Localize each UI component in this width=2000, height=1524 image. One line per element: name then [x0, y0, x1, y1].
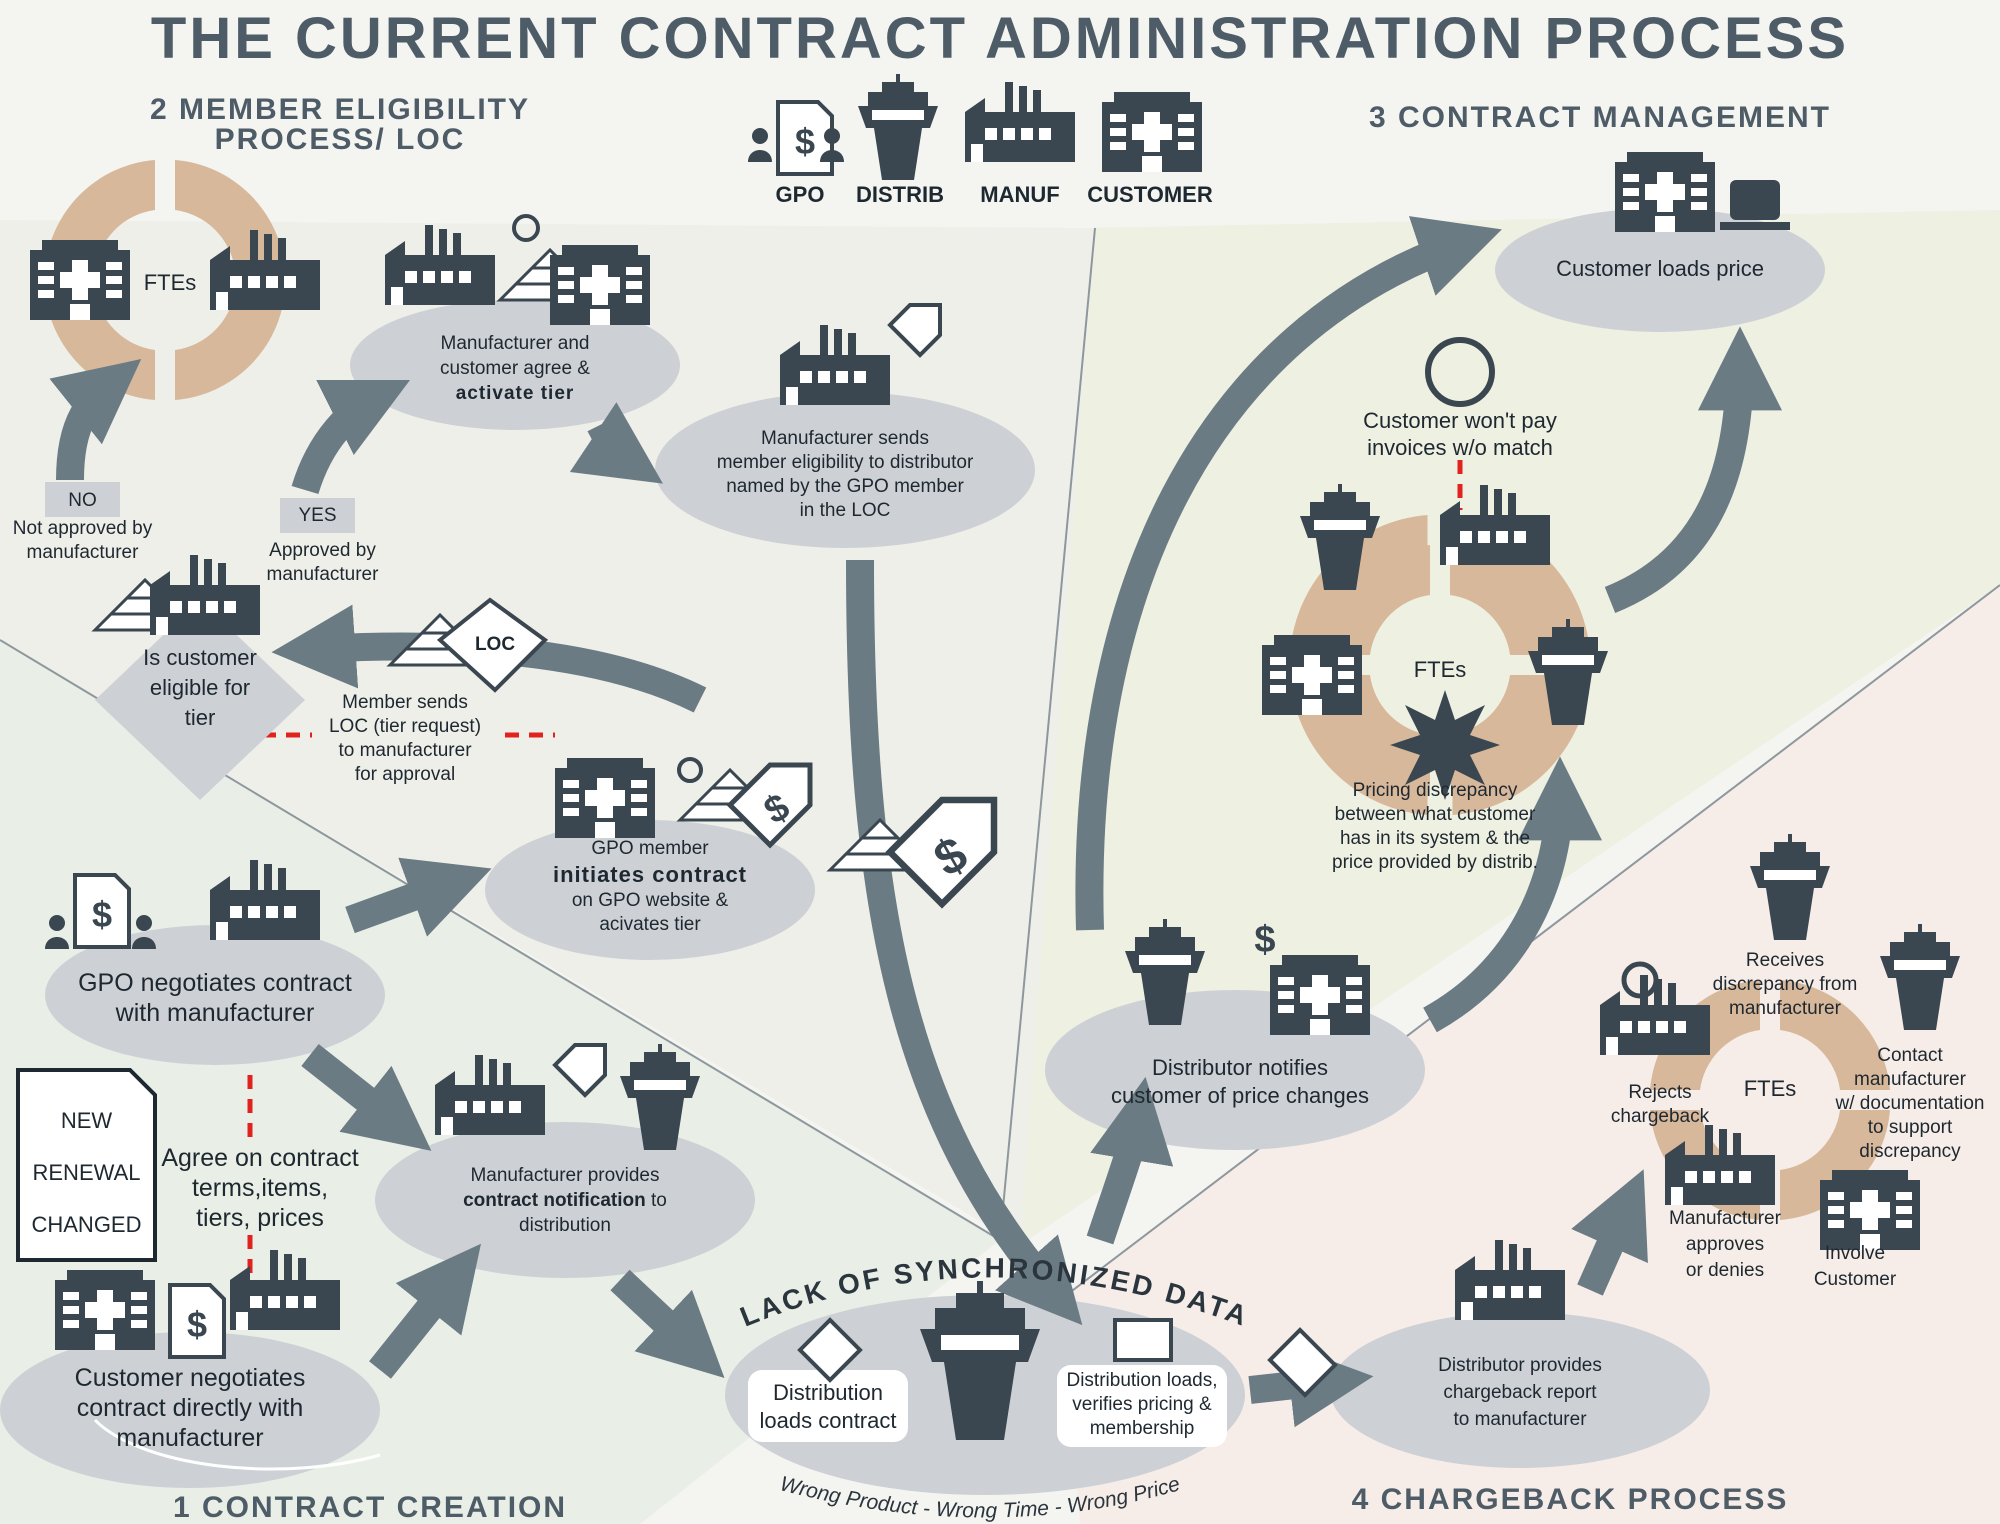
receives-line3: manufacturer: [1729, 998, 1841, 1019]
contact-line1: Contact: [1877, 1045, 1943, 1066]
agree-line2: terms,items,: [191, 1174, 329, 1202]
section-2-title-line2: PROCESS/ LOC: [214, 123, 466, 156]
approves-line2: approves: [1685, 1234, 1765, 1255]
loc-line2: LOC (tier request): [328, 716, 482, 737]
contact-line4: to support: [1867, 1117, 1953, 1138]
legend-gpo-label: GPO: [775, 182, 825, 207]
mfr-provides-line2: contract notification to: [463, 1190, 667, 1211]
contact-line2: manufacturer: [1854, 1069, 1966, 1090]
agree-line1: Agree on contract: [161, 1144, 359, 1172]
discrepancy-line2: between what customer: [1334, 804, 1536, 825]
cust-negotiates-line1: Customer negotiates: [74, 1364, 306, 1392]
gpo-initiates-line3: on GPO website &: [571, 890, 729, 911]
verifies-line1: Distribution loads,: [1066, 1370, 1218, 1391]
loc-line3: to manufacturer: [338, 740, 472, 761]
section-1-title: 1 CONTRACT CREATION: [172, 1491, 568, 1524]
activate-tier-line3: activate tier: [455, 383, 575, 404]
receives-line1: Receives: [1745, 950, 1825, 971]
legend-manuf-label: MANUF: [980, 182, 1060, 207]
legend-customer-label: CUSTOMER: [1087, 182, 1213, 207]
sync-bottom-text: Wrong Product - Wrong Time - Wrong Price: [778, 1472, 1183, 1522]
eligible-line2: eligible for: [149, 675, 251, 700]
svg-text:Wrong Product - Wrong Time: Wrong Product - Wrong Time - Wrong Price: [778, 1472, 1183, 1522]
chargeback-report-line1: Distributor provides: [1438, 1355, 1602, 1376]
verifies-line3: membership: [1089, 1418, 1195, 1439]
fte-label-chargeback: FTEs: [1743, 1076, 1797, 1101]
dist-loads-line2: loads contract: [759, 1408, 897, 1433]
verifies-line2: verifies pricing &: [1072, 1394, 1212, 1415]
doc-renewal: RENEWAL: [32, 1160, 141, 1185]
loc-icon-label: LOC: [474, 634, 516, 655]
sync-arc-text: LACK OF SYNCHRONIZED DATA: [736, 1252, 1251, 1332]
notifies-line1: Distributor notifies: [1151, 1055, 1329, 1080]
section-3-title: 3 CONTRACT MANAGEMENT: [1369, 101, 1831, 134]
legend-distrib-label: DISTRIB: [856, 182, 944, 207]
agree-line3: tiers, prices: [196, 1204, 324, 1232]
fte-label-management: FTEs: [1413, 657, 1467, 682]
activate-tier-line1: Manufacturer and: [440, 333, 590, 354]
wont-pay-line2: invoices w/o match: [1367, 435, 1553, 460]
mfr-sends-line2: member eligibility to distributor: [716, 452, 974, 473]
approves-line1: Manufacturer: [1669, 1208, 1781, 1229]
loc-line4: for approval: [354, 764, 456, 785]
cust-negotiates-line3: manufacturer: [116, 1424, 264, 1452]
yes-label: YES: [298, 505, 337, 526]
notifies-line2: customer of price changes: [1110, 1083, 1370, 1108]
mfr-sends-line1: Manufacturer sends: [761, 428, 929, 449]
chargeback-report-line3: to manufacturer: [1453, 1409, 1587, 1430]
dist-loads-line1: Distribution: [772, 1380, 884, 1405]
involve-line2: Customer: [1813, 1269, 1897, 1290]
page-title: THE CURRENT CONTRACT ADMINISTRATION PROC…: [150, 6, 1850, 71]
receives-line2: discrepancy from: [1712, 974, 1858, 995]
svg-text:LACK OF SYNCHRONIZED DATA: LACK OF SYNCHRONIZED DATA: [736, 1252, 1254, 1332]
section-2-title-line1: 2 MEMBER ELIGIBILITY: [149, 93, 531, 126]
eligible-line3: tier: [184, 705, 216, 730]
customer-loads-price: Customer loads price: [1556, 256, 1764, 281]
fte-label-eligibility: FTEs: [143, 270, 197, 295]
activate-tier-line2: customer agree &: [440, 358, 590, 379]
rejects-line2: chargeback: [1610, 1106, 1710, 1127]
involve-line1: Involve: [1824, 1243, 1886, 1264]
eligible-line1: Is customer: [143, 645, 257, 670]
discrepancy-line4: price provided by distrib.: [1332, 852, 1538, 873]
approves-line3: or denies: [1685, 1260, 1765, 1281]
gpo-negotiates-line1: GPO negotiates contract: [78, 969, 352, 997]
gpo-initiates-line4: acivates tier: [599, 914, 701, 935]
no-desc-line2: manufacturer: [26, 542, 139, 563]
no-label: NO: [68, 490, 97, 511]
gpo-initiates-line2: initiates contract: [552, 862, 748, 887]
yes-desc-line2: manufacturer: [266, 564, 379, 585]
doc-changed: CHANGED: [31, 1212, 142, 1237]
mfr-provides-line3: distribution: [519, 1215, 611, 1236]
rejects-line1: Rejects: [1628, 1082, 1692, 1103]
gpo-negotiates-line2: with manufacturer: [115, 999, 315, 1027]
wont-pay-line1: Customer won't pay: [1363, 408, 1557, 433]
discrepancy-line3: has in its system & the: [1339, 828, 1531, 849]
yes-desc-line1: Approved by: [269, 540, 376, 561]
price-change-icon: $: [1254, 919, 1276, 961]
contact-line5: discrepancy: [1859, 1141, 1961, 1162]
doc-new: NEW: [60, 1108, 113, 1133]
mfr-sends-line3: named by the GPO member: [726, 476, 964, 497]
discrepancy-line1: Pricing discrepancy: [1352, 780, 1518, 801]
contact-line3: w/ documentation: [1835, 1093, 1985, 1114]
mfr-sends-line4: in the LOC: [799, 500, 891, 521]
no-desc-line1: Not approved by: [12, 518, 153, 539]
cust-negotiates-line2: contract directly with: [76, 1394, 304, 1422]
section-4-title: 4 CHARGEBACK PROCESS: [1351, 1483, 1789, 1516]
mfr-provides-line1: Manufacturer provides: [470, 1165, 660, 1186]
loc-line1: Member sends: [342, 692, 468, 713]
gpo-initiates-line1: GPO member: [591, 838, 709, 859]
chargeback-report-line2: chargeback report: [1443, 1382, 1597, 1403]
